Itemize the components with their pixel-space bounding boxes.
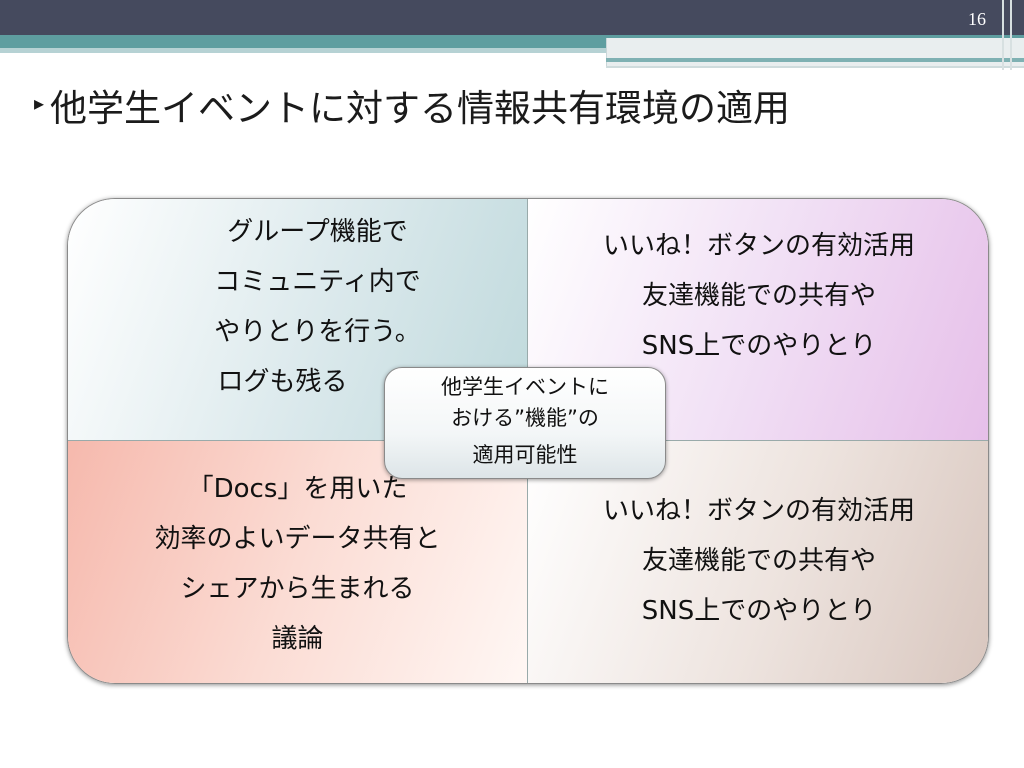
center-callout-box: 他学生イベントに おける”機能”の 適用可能性	[384, 367, 666, 479]
header-vertical-line	[1010, 0, 1012, 70]
header-band-dark	[0, 0, 1024, 35]
center-text-line: 適用可能性	[472, 443, 578, 467]
quadrant-text-line: 効率のよいデータ共有と	[154, 524, 441, 554]
header-right-line	[606, 58, 1024, 62]
slide-title: ▸ 他学生イベントに対する情報共有環境の適用	[34, 78, 790, 132]
quadrant-text-line: シェアから生まれる	[180, 574, 415, 604]
header-right-line-thin	[606, 66, 1024, 68]
quadrant-top-left: グループ機能で コミュニティ内で やりとりを行う。 ログも残る	[68, 199, 528, 441]
quadrant-text-line: SNS上でのやりとり	[641, 331, 877, 361]
header-band-teal-light	[0, 48, 1024, 53]
quadrant-text-line: グループ機能で	[227, 217, 408, 247]
quadrant-bottom-left: 「Docs」を用いた 効率のよいデータ共有と シェアから生まれる 議論	[68, 441, 528, 683]
center-text-line: おける”機能”の	[451, 406, 599, 430]
quadrant-text-line: SNS上でのやりとり	[641, 596, 877, 626]
header-vertical-line	[1002, 0, 1004, 70]
quadrant-bottom-right: いいね！ボタンの有効活用 友達機能での共有や SNS上でのやりとり	[528, 441, 988, 683]
quadrant-text-line: いいね！ボタンの有効活用	[602, 496, 915, 526]
page-number: 16	[968, 9, 986, 29]
quadrant-text-line: 議論	[271, 624, 324, 654]
quadrant-text-line: 「Docs」を用いた	[187, 474, 408, 504]
quadrant-text-line: 友達機能での共有や	[641, 281, 876, 311]
quadrant-text-line: 友達機能での共有や	[641, 546, 876, 576]
slide-title-text: 他学生イベントに対する情報共有環境の適用	[50, 87, 791, 130]
quadrant-text-line: ログも残る	[217, 367, 348, 397]
quadrant-text-line: いいね！ボタンの有効活用	[602, 231, 915, 261]
center-text-line: 他学生イベントに	[441, 375, 609, 399]
title-bullet-icon: ▸	[34, 91, 45, 115]
quadrant-text-line: やりとりを行う。	[214, 317, 421, 347]
quadrant-text-line: コミュニティ内で	[214, 267, 421, 297]
